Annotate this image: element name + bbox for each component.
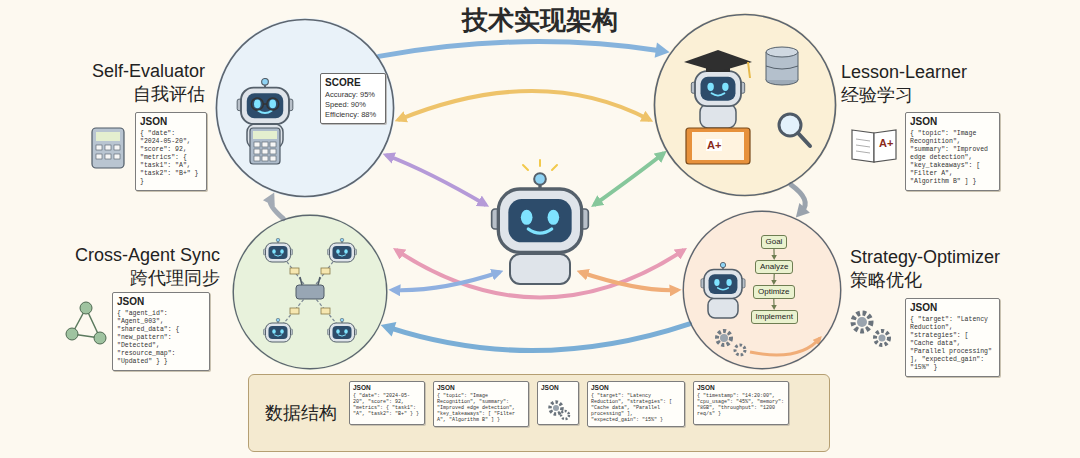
json-doc: JSON{ "topic": "Image Recognition", "sum…: [433, 381, 529, 427]
json-code: { "timestamp": "14:20:00", "cpu_usage": …: [697, 393, 785, 417]
metric-line: Speed: 90%: [325, 100, 381, 110]
module-subtitle: 跨代理同步: [75, 267, 220, 290]
circle-border: [216, 19, 393, 196]
flow-arrow: [381, 322, 690, 351]
module-heading: Strategy-Optimizer策略优化: [850, 246, 1000, 292]
module-title: Self-Evaluator: [92, 60, 205, 83]
step-label: Goal: [766, 237, 783, 247]
circle-border: [233, 215, 387, 369]
doc-header: JSON: [353, 384, 421, 392]
arrow-head: [263, 193, 275, 207]
flow-arrow: [379, 42, 670, 58]
arrow-head: [655, 43, 670, 58]
json-doc: JSON{ "date": "2024-05-20", "score": 92,…: [349, 381, 425, 425]
process-box: Analyze: [755, 260, 793, 274]
module-title: Lesson-Learner: [841, 61, 967, 84]
circle-outline: [232, 214, 388, 370]
score-card: SCOREAccuracy: 95%Speed: 90%Efficiency: …: [320, 73, 386, 124]
module-subtitle: 策略优化: [850, 269, 1000, 292]
flow-arrow: [771, 249, 776, 260]
arrow-head: [796, 203, 810, 217]
band-title: 数据结构: [265, 402, 337, 424]
flow-arrow: [771, 299, 776, 310]
process-box: Implement: [751, 310, 798, 324]
module-heading: Lesson-Learner经验学习: [841, 61, 967, 107]
json-doc: JSON{ "target": "Latency Reduction", "st…: [587, 381, 685, 427]
step-label: Implement: [756, 312, 793, 322]
json-code: { "date": "2024-05-20", "score": 92, "me…: [140, 130, 202, 186]
module-circle: Self-Evaluator自我评估SCOREAccuracy: 95%Spee…: [215, 18, 395, 198]
process-box: Optimize: [753, 285, 795, 299]
doc-header: JSON: [541, 384, 575, 392]
arrow-line: [379, 42, 660, 57]
json-doc: JSON { "date": "2024-05-20", "score": 92,…: [135, 112, 207, 191]
json-code: { "agent_id": "Agent_003", "shared_data"…: [117, 310, 205, 366]
json-doc: JSON { "target": "Latency Reduction", "st…: [905, 298, 1000, 377]
process-box: Goal: [761, 235, 788, 249]
json-code: { "target": "Latency Reduction", "strate…: [591, 393, 681, 423]
step-label: Optimize: [758, 287, 790, 297]
json-doc: JSON { "agent_id": "Agent_003", "shared_d…: [112, 292, 210, 371]
step-label: Analyze: [760, 262, 788, 272]
gear-hub: [553, 405, 559, 411]
module-heading: Cross-Agent Sync跨代理同步: [75, 244, 220, 290]
json-doc: JSON: [537, 381, 579, 425]
arrow-line: [390, 324, 689, 351]
json-doc: JSON { "topic": "Image Recognition", "sum…: [905, 112, 1000, 191]
arrow-head: [381, 322, 397, 337]
data-band: 数据结构JSON{ "date": "2024-05-20", "score":…: [248, 374, 830, 452]
module-heading: Self-Evaluator自我评估: [92, 60, 205, 106]
doc-header: JSON: [910, 116, 995, 128]
circle-border: [683, 211, 840, 368]
flow-arrow: [263, 193, 283, 219]
doc-header: JSON: [591, 384, 681, 392]
grade-label: A+: [878, 137, 894, 149]
json-code: { "date": "2024-05-20", "score": 92, "me…: [353, 393, 421, 417]
flow-arrow: [791, 185, 810, 218]
doc-header: JSON: [697, 384, 785, 392]
circle-border: [654, 14, 835, 195]
module-title: Cross-Agent Sync: [75, 244, 220, 267]
doc-header: JSON: [910, 302, 995, 314]
grade-label: A+: [706, 139, 722, 151]
gear: [561, 411, 569, 419]
doc-header: JSON: [437, 384, 525, 392]
circle-outline: [653, 13, 837, 197]
module-title: Strategy-Optimizer: [850, 246, 1000, 269]
metric-line: Efficiency: 88%: [325, 110, 381, 120]
gear: [550, 402, 562, 414]
json-code: { "target": "Latency Reduction", "strate…: [910, 316, 995, 372]
module-circle: Lesson-Learner经验学习: [653, 13, 837, 197]
module-subtitle: 经验学习: [841, 84, 967, 107]
doc-header: JSON: [140, 116, 202, 128]
module-subtitle: 自我评估: [92, 83, 205, 106]
gear-icon: [546, 396, 572, 422]
metric-line: Accuracy: 95%: [325, 90, 381, 100]
doc-header: JSON: [117, 296, 205, 308]
json-code: { "topic": "Image Recognition", "summary…: [437, 393, 525, 423]
flow-arrow: [771, 274, 776, 285]
card-title: SCORE: [325, 77, 381, 89]
json-code: { "topic": "Image Recognition", "summary…: [910, 130, 995, 186]
diagram-title: 技术实现架构: [0, 4, 1080, 36]
json-doc: JSON{ "timestamp": "14:20:00", "cpu_usag…: [693, 381, 789, 425]
module-circle: Cross-Agent Sync跨代理同步: [232, 214, 388, 370]
module-circle: Strategy-Optimizer策略优化GoalAnalyzeOptimiz…: [682, 210, 842, 370]
